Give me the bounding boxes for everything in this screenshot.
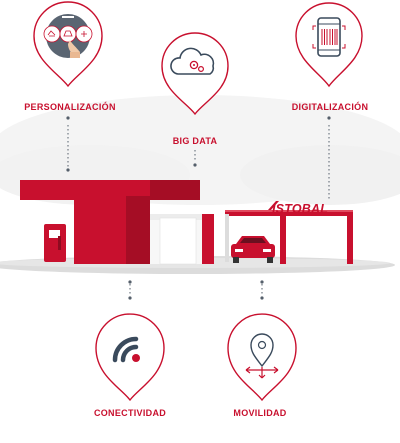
pin-personalization: [33, 1, 103, 88]
cloud-gears-icon: [170, 47, 215, 75]
brand-name: ISTOBAL: [272, 202, 329, 216]
pin-connectivity: [95, 313, 165, 402]
fuel-pump: [44, 224, 66, 262]
label-mobility: MOVILIDAD: [233, 408, 287, 418]
pin-mobility: [227, 313, 297, 402]
label-digitalization: DIGITALIZACIÓN: [291, 102, 369, 112]
hand-touch-icon: [43, 14, 93, 58]
connector-lines: [67, 125, 330, 296]
brand-logo-icon: [268, 201, 279, 210]
label-personalization: PERSONALIZACIÓN: [24, 102, 116, 112]
wifi-icon: [112, 336, 140, 363]
car: [231, 236, 275, 263]
location-pin-arrows-icon: [245, 333, 279, 379]
pin-big-data: [161, 32, 229, 116]
smartphone-barcode-icon: [312, 17, 346, 57]
pin-digitalization: [295, 2, 363, 88]
carwash-gantry: [225, 210, 353, 264]
gas-station: [20, 180, 353, 265]
connector-dots: [66, 116, 331, 300]
label-connectivity: CONECTIVIDAD: [93, 408, 167, 418]
label-big-data: BIG DATA: [172, 136, 218, 146]
